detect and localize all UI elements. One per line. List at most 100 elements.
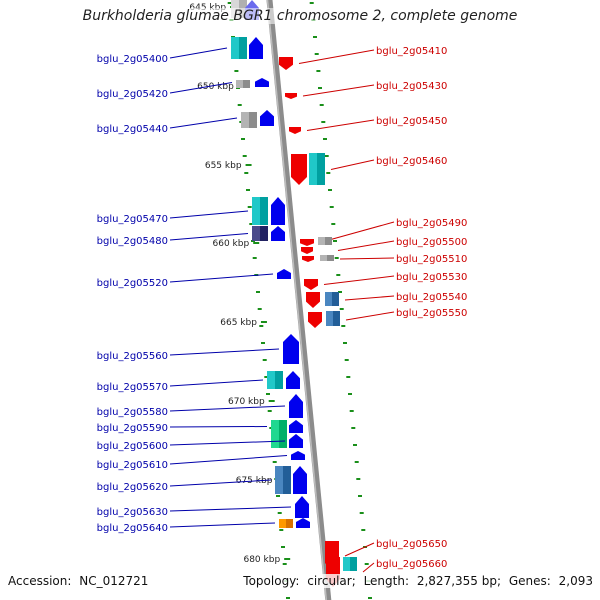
- genome-stats: Topology: circular; Length: 2,827,355 bp…: [243, 574, 593, 588]
- scale-tick-right: [343, 342, 347, 344]
- forward-gene-feature: [252, 197, 260, 225]
- reverse-gene-feature: [309, 153, 317, 185]
- forward-gene-arrow: [271, 197, 285, 225]
- forward-gene-label: bglu_2g05580: [97, 407, 168, 418]
- forward-gene-arrow: [289, 420, 303, 433]
- scale-tick-left: [264, 376, 269, 378]
- reverse-gene-connector: [319, 221, 395, 243]
- reverse-gene-label: bglu_2g05540: [396, 292, 467, 303]
- reverse-gene-label: bglu_2g05490: [396, 218, 467, 229]
- reverse-gene-arrow: [301, 247, 313, 254]
- scale-tick-right: [359, 512, 364, 514]
- reverse-gene-arrow: [279, 57, 293, 70]
- forward-gene-feature: [241, 112, 249, 128]
- scale-tick-left: [259, 325, 264, 327]
- topology-value: circular;: [307, 574, 356, 588]
- reverse-gene-connector: [306, 119, 375, 131]
- reverse-gene-feature-shade: [325, 237, 332, 245]
- forward-gene-label: bglu_2g05640: [97, 523, 168, 534]
- genome-backbone: [266, 0, 332, 600]
- forward-gene-connector: [169, 522, 276, 528]
- length-label: Length:: [363, 574, 410, 588]
- scale-tick-left: [279, 529, 284, 531]
- reverse-gene-connector: [302, 84, 375, 97]
- scale-tick-right: [314, 53, 319, 55]
- genes-value: 2,093: [558, 574, 593, 588]
- scale-tick-left: [234, 70, 239, 72]
- scale-tick-right: [309, 2, 314, 4]
- topology-label: Topology:: [243, 574, 300, 588]
- reverse-gene-label: bglu_2g05450: [376, 116, 447, 127]
- forward-gene-feature-shade: [243, 80, 250, 88]
- reverse-gene-feature: [325, 292, 332, 306]
- forward-gene-connector: [169, 506, 292, 512]
- forward-gene-arrow: [255, 78, 269, 87]
- scale-tick-left: [262, 359, 267, 361]
- forward-gene-connector: [169, 82, 233, 94]
- scale-tick-left: [282, 563, 287, 565]
- genome-backbone-highlight: [266, 0, 328, 600]
- forward-gene-connector: [169, 47, 228, 59]
- scale-tick-right: [349, 410, 354, 412]
- scale-label: 670 kbp: [228, 397, 265, 407]
- forward-gene-connector: [169, 479, 272, 487]
- scale-tick-left: [241, 138, 245, 140]
- forward-gene-arrow: [283, 334, 299, 364]
- forward-gene-feature: [267, 371, 275, 389]
- scale-tick-right: [341, 325, 346, 327]
- forward-gene-connector: [169, 440, 286, 446]
- scale-tick-mark: [260, 321, 267, 323]
- reverse-gene-feature-shade: [317, 153, 325, 185]
- forward-gene-label: bglu_2g05590: [97, 423, 168, 434]
- reverse-gene-arrow: [289, 127, 301, 134]
- scale-tick-right: [348, 393, 352, 395]
- scale-tick-right: [358, 495, 362, 497]
- forward-gene-feature-shade: [286, 519, 293, 528]
- reverse-gene-label: bglu_2g05530: [396, 272, 467, 283]
- scale-tick-right: [329, 206, 334, 208]
- forward-gene-connector: [169, 455, 288, 465]
- reverse-gene-feature-shade: [350, 557, 357, 571]
- accession-value: NC_012721: [79, 574, 149, 588]
- reverse-gene-arrow: [300, 239, 314, 246]
- reverse-gene-feature: [326, 311, 333, 326]
- scale-tick-mark: [253, 242, 260, 244]
- reverse-gene-arrow: [285, 93, 297, 99]
- reverse-gene-connector: [330, 159, 375, 170]
- scale-tick-right: [346, 376, 351, 378]
- forward-gene-label: bglu_2g05480: [97, 236, 168, 247]
- scale-tick-left: [249, 223, 254, 225]
- forward-gene-connector: [169, 426, 268, 428]
- reverse-gene-label: bglu_2g05430: [376, 81, 447, 92]
- scale-tick-right: [321, 121, 326, 123]
- forward-gene-feature: [275, 466, 283, 494]
- reverse-gene-feature-shade: [333, 311, 340, 326]
- scale-tick-mark: [284, 558, 291, 560]
- scale-tick-left: [257, 308, 262, 310]
- genes-label: Genes:: [508, 574, 551, 588]
- forward-gene-feature-shade: [260, 226, 268, 241]
- forward-gene-label: bglu_2g05420: [97, 89, 168, 100]
- scale-tick-mark: [245, 164, 252, 166]
- reverse-gene-feature: [343, 557, 350, 571]
- scale-tick-right: [338, 291, 342, 293]
- forward-gene-arrow: [295, 496, 309, 518]
- reverse-gene-connector: [323, 275, 395, 285]
- reverse-gene-label: bglu_2g05550: [396, 308, 467, 319]
- forward-gene-arrow: [249, 37, 263, 59]
- forward-gene-feature-shade: [283, 466, 291, 494]
- reverse-gene-feature-shade: [332, 292, 339, 306]
- reverse-gene-connector: [339, 257, 395, 260]
- reverse-gene-arrow: [302, 256, 314, 262]
- reverse-gene-connector: [344, 542, 375, 557]
- forward-gene-feature: [279, 519, 286, 528]
- scale-tick-left: [244, 172, 249, 174]
- scale-tick-mark: [268, 400, 275, 402]
- scale-tick-right: [353, 444, 357, 446]
- reverse-gene-connector: [337, 240, 395, 251]
- reverse-gene-feature-shade: [327, 255, 334, 261]
- scale-label: 680 kbp: [243, 555, 280, 565]
- reverse-gene-feature: [320, 255, 327, 261]
- scale-tick-left: [237, 104, 242, 106]
